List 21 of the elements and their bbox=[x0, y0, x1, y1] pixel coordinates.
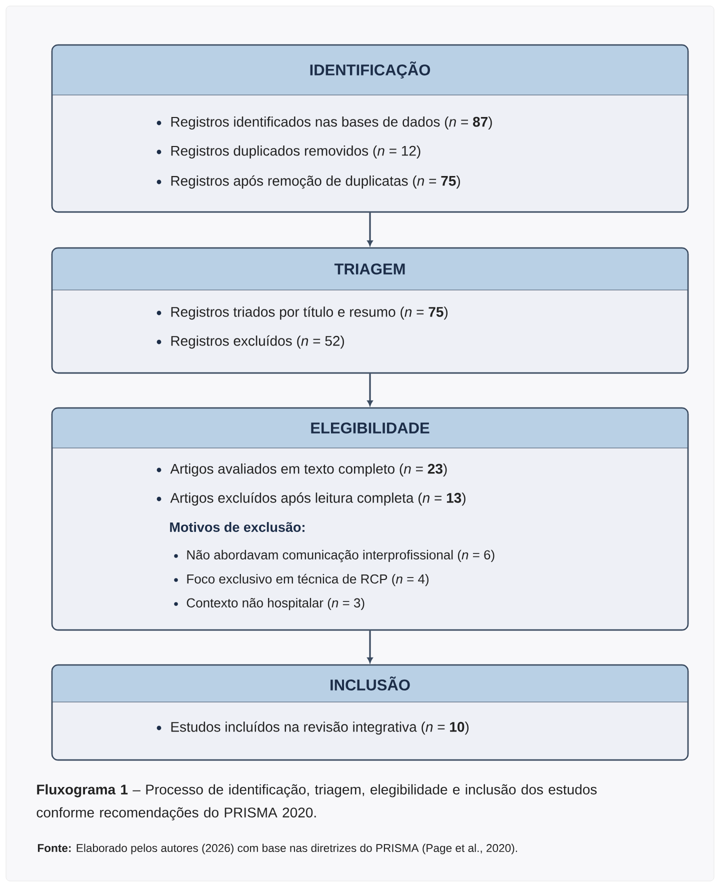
bullet-text: Registros duplicados removidos (n = 12) bbox=[171, 145, 420, 159]
source-note: Fonte: Elaborado pelos autores (2026) com base nas diretrizes do PRISMA (Page et al., 2020). bbox=[38, 844, 517, 854]
heading-text: TRIAGEM bbox=[334, 264, 405, 274]
bullet-text: Contexto não hospitalar (n = 3) bbox=[186, 598, 364, 610]
subheading-text: Motivos de exclusão: bbox=[170, 522, 304, 532]
arrow bbox=[367, 374, 373, 406]
arrow bbox=[367, 630, 373, 663]
heading-text: IDENTIFICAÇÃO bbox=[310, 62, 430, 78]
bullet-text: Artigos avaliados em texto completo (n = 23) bbox=[170, 463, 447, 477]
bullet-text: Registros após remoção de duplicatas (n = 75) bbox=[171, 175, 460, 189]
bullet-text: Registros excluídos (n = 52) bbox=[171, 335, 344, 349]
bullet-text: Artigos excluídos após leitura completa (n = 13) bbox=[170, 492, 466, 506]
bullet-text: Registros triados por título e resumo (n = 75) bbox=[171, 306, 448, 320]
heading-text: INCLUSÃO bbox=[330, 676, 410, 690]
bullet-text: Foco exclusivo em técnica de RCP (n = 4) bbox=[187, 574, 428, 586]
heading-text: ELEGIBILIDADE bbox=[311, 422, 430, 434]
caption-text: Fluxograma 1 – Processo de identificação, triagem, elegibilidade e inclusão dos estudos conforme recomendações do PRISMA 2020. bbox=[36, 784, 597, 820]
bullet-text: Estudos incluídos na revisão integrativa (n = 10) bbox=[171, 721, 469, 735]
arrow bbox=[367, 212, 373, 246]
bullet-text: Não abordavam comunicação interprofissional (n = 6) bbox=[187, 550, 494, 562]
bullet-text: Registros identificados nas bases de dados (n = 87) bbox=[171, 116, 492, 130]
